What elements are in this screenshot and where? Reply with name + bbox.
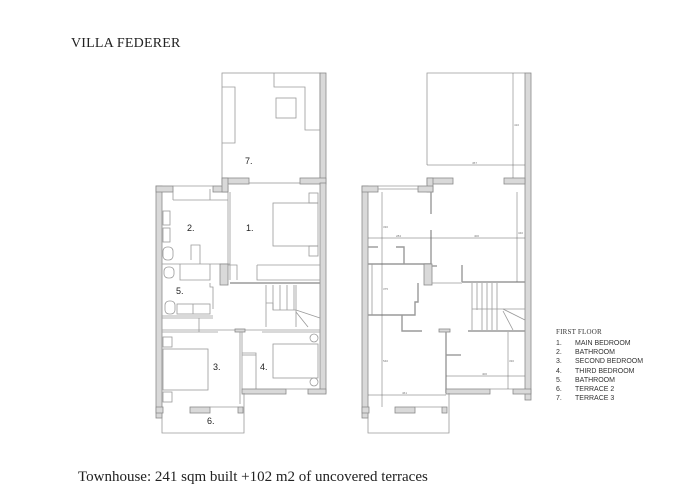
dimension-label: 284 xyxy=(396,234,401,238)
wall-stub xyxy=(438,328,451,333)
wall-bottom xyxy=(394,406,416,414)
room-label-7: 7. xyxy=(245,156,253,166)
terrace-planter-left xyxy=(222,86,236,144)
terrace-planter-right xyxy=(273,73,320,131)
legend-item: 6.TERRACE 2 xyxy=(556,386,615,394)
room-label-3: 3. xyxy=(213,362,221,372)
nightstand xyxy=(308,245,319,257)
bed-second xyxy=(162,348,209,391)
dimension-label: 461 xyxy=(402,391,407,395)
terrace-3-outline xyxy=(426,72,525,165)
sink xyxy=(162,227,171,243)
bed-third xyxy=(272,343,319,379)
staircase-right xyxy=(471,283,526,331)
outer-wall-right xyxy=(524,72,532,401)
wall-stub xyxy=(234,328,246,333)
wall-top-bath xyxy=(155,185,174,193)
nightstand xyxy=(162,391,173,403)
terrace-2-outline xyxy=(161,393,245,434)
dimension-label: 540 xyxy=(383,359,388,363)
wall-top xyxy=(361,185,379,193)
legend-item: 5.BATHROOM xyxy=(556,376,615,384)
bathtub xyxy=(164,300,176,315)
lamp xyxy=(309,333,319,343)
room-label-5: 5. xyxy=(176,286,184,296)
wall-bottom xyxy=(189,406,211,414)
dimension-label: 330 xyxy=(383,225,388,229)
dimension-label: 457 xyxy=(472,161,477,165)
outer-wall-left xyxy=(361,185,369,419)
dimension-label: 400 xyxy=(482,372,487,376)
project-title: VILLA FEDERER xyxy=(71,36,181,51)
legend-item: 1.MAIN BEDROOM xyxy=(556,340,631,347)
wall-bottom xyxy=(361,406,370,414)
legend-item: 2.BATHROOM xyxy=(556,349,615,357)
shower-wall xyxy=(190,244,201,264)
wall-pier xyxy=(423,263,433,286)
vanity xyxy=(176,303,211,315)
toilet xyxy=(163,266,175,279)
area-summary: Townhouse: 241 sqm built +102 m2 of unco… xyxy=(78,469,428,485)
legend-item: 7.TERRACE 3 xyxy=(556,395,615,403)
left-floor-plan xyxy=(155,72,327,434)
wall-bottom xyxy=(307,388,327,395)
dimension-labels: 457 410 284 400 330 340 375 540 330 400 … xyxy=(383,123,523,395)
dimension-label: 330 xyxy=(509,359,514,363)
terrace-3-right-wall xyxy=(319,72,327,184)
wall-bottom xyxy=(445,388,491,395)
nightstand xyxy=(308,192,319,204)
legend-item: 4.THIRD BEDROOM xyxy=(556,367,635,375)
dimension-lines xyxy=(368,73,525,407)
wall-bottom xyxy=(512,388,532,395)
wall-bottom xyxy=(155,406,164,414)
outer-wall-left xyxy=(155,185,163,419)
nightstand xyxy=(162,336,173,348)
room-label-1: 1. xyxy=(246,223,254,233)
left-plan-room-labels: 7. 1. 2. 5. 3. 4. 6. xyxy=(176,156,268,426)
right-floor-plan xyxy=(361,72,532,434)
dimension-label: 340 xyxy=(518,231,523,235)
room-legend: FIRST FLOOR 1.MAIN BEDROOM 2.BATHROOM 3.… xyxy=(556,328,643,403)
staircase-left xyxy=(265,285,321,328)
dimension-label: 400 xyxy=(474,234,479,238)
wall-top xyxy=(417,185,434,193)
wall-pier xyxy=(219,263,229,286)
terrace-table xyxy=(275,97,297,119)
terrace-2-outline xyxy=(367,393,450,434)
room-label-2: 2. xyxy=(187,223,195,233)
room-label-6: 6. xyxy=(207,416,215,426)
wall-bottom xyxy=(241,388,287,395)
wall-stub xyxy=(299,177,327,185)
wall-corner xyxy=(221,177,229,193)
room-label-4: 4. xyxy=(260,362,268,372)
dimension-label: 410 xyxy=(514,123,519,127)
wall-stub xyxy=(503,177,526,185)
legend-item: 3.SECOND BEDROOM xyxy=(556,358,644,366)
dimension-label: 375 xyxy=(383,287,388,291)
bed-main xyxy=(272,202,319,247)
wall-bottom xyxy=(237,406,244,414)
sink xyxy=(162,210,171,226)
outer-wall-right xyxy=(319,182,327,394)
wall-bottom xyxy=(441,406,448,414)
toilet xyxy=(162,246,174,261)
lamp xyxy=(309,377,319,387)
legend-heading: FIRST FLOOR xyxy=(556,328,602,336)
